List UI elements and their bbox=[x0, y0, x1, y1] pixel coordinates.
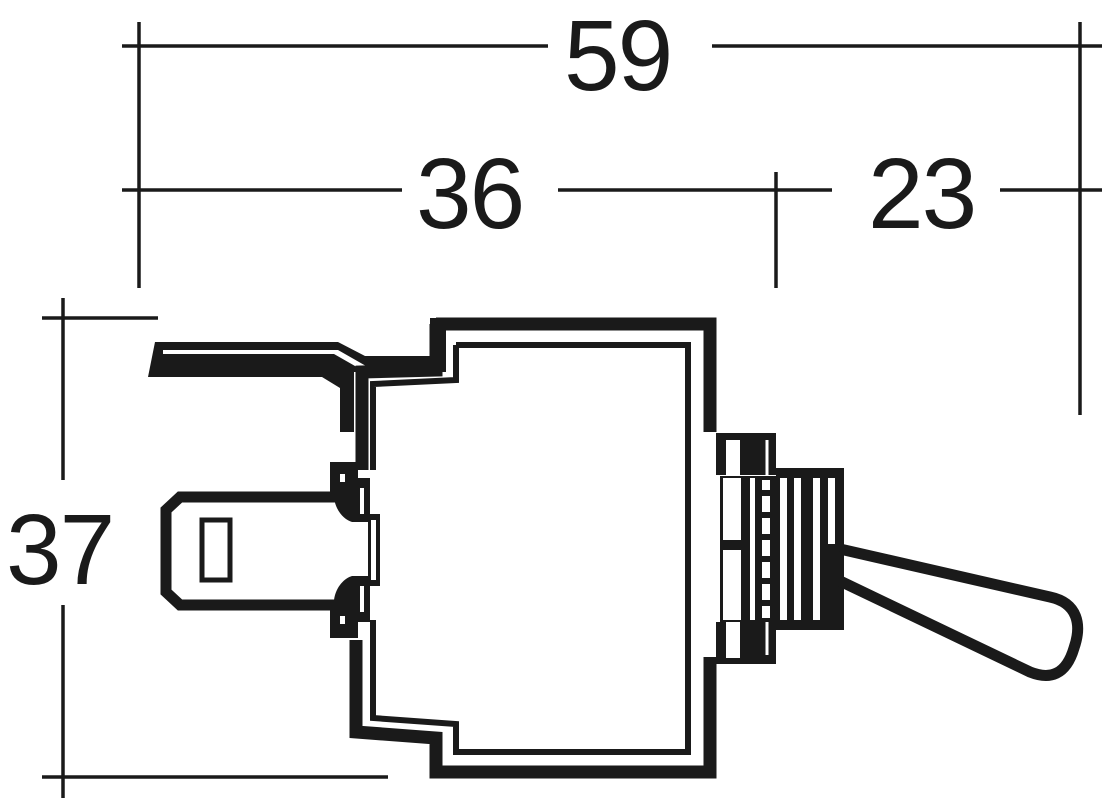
spade-terminal bbox=[160, 491, 346, 611]
dimension-37-label: 37 bbox=[6, 494, 115, 606]
terminal-rivet-gaps bbox=[340, 474, 376, 624]
switch-body-inner bbox=[370, 342, 691, 755]
dimension-59-label: 59 bbox=[558, 6, 678, 106]
threaded-bushing bbox=[716, 433, 844, 664]
dimension-36-label: 36 bbox=[410, 144, 530, 244]
mounting-tab bbox=[148, 318, 446, 432]
switch-body bbox=[349, 317, 717, 779]
extension-lines bbox=[137, 22, 1082, 415]
dimension-37-line bbox=[42, 298, 388, 798]
dimension-23-label: 23 bbox=[862, 144, 982, 244]
spade-terminal-slot bbox=[199, 517, 233, 583]
toggle-lever bbox=[837, 543, 1084, 681]
